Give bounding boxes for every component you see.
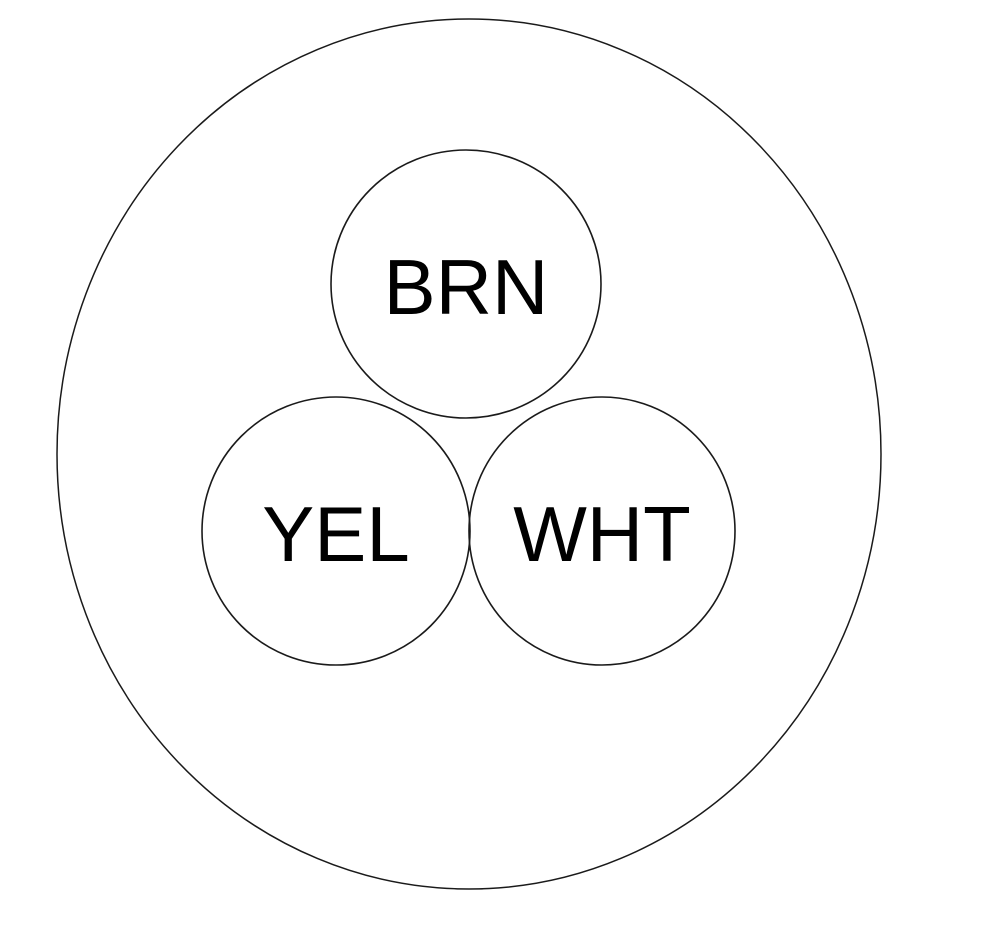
circle-brn[interactable] <box>331 150 601 418</box>
circle-label-brn: BRN <box>384 243 549 331</box>
enclosing-circle <box>57 19 881 889</box>
circle-label-yel: YEL <box>262 490 409 578</box>
circle-yel[interactable] <box>202 397 470 665</box>
circle-wht[interactable] <box>469 397 735 665</box>
circle-label-wht: WHT <box>513 490 691 578</box>
